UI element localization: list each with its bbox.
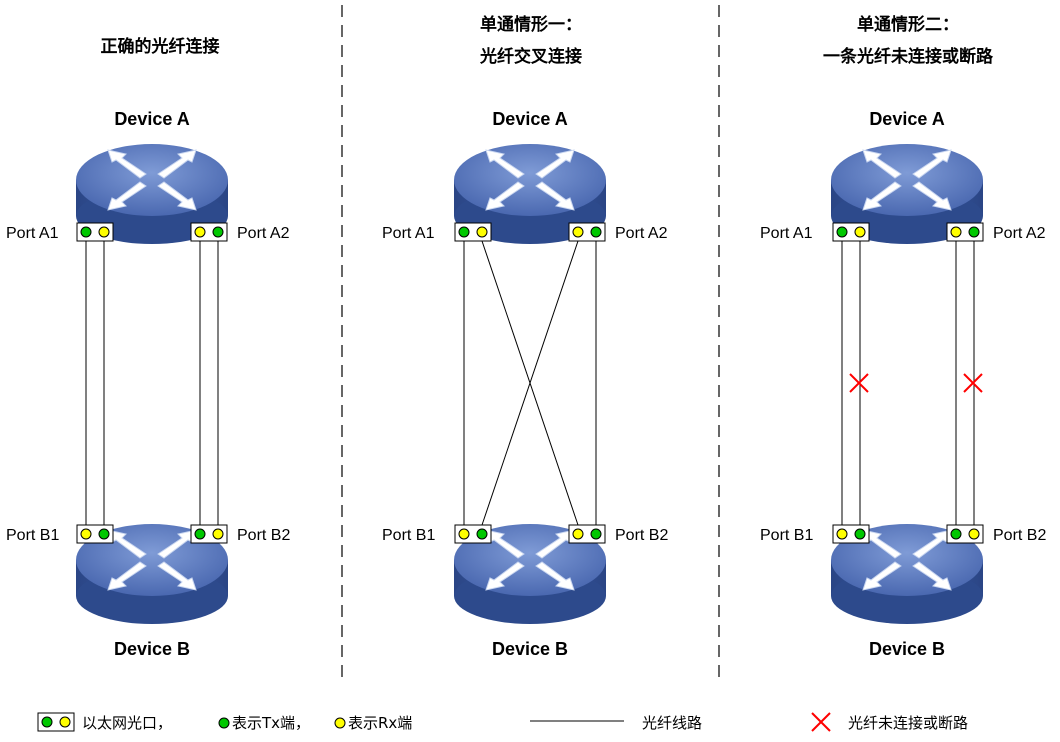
legend-rx-text: 表示Rx端: [348, 714, 412, 732]
panel-title-line: 一条光纤未连接或断路: [823, 46, 994, 67]
legend-rx-dot-icon: [334, 717, 346, 729]
port-a1-label: Port A1: [6, 225, 59, 242]
fiber-line-crossed: [481, 240, 579, 526]
legend-tx-dot-icon: [218, 717, 230, 729]
port-a1-label: Port A1: [760, 225, 813, 242]
port-a2: [190, 222, 228, 242]
panel-crossed: 单通情形一： 光纤交叉连接 Device A Device B: [382, 14, 668, 659]
device-b-label: Device B: [492, 639, 568, 659]
break-mark-icon: [849, 373, 869, 393]
legend-break-text: 光纤未连接或断路: [848, 714, 968, 732]
port-b1-label: Port B1: [382, 527, 435, 544]
port-b2: [568, 524, 606, 544]
port-a2-label: Port A2: [237, 225, 290, 242]
port-a1: [832, 222, 870, 242]
port-a2: [946, 222, 984, 242]
device-b-label: Device B: [869, 639, 945, 659]
port-a2: [568, 222, 606, 242]
port-b1: [832, 524, 870, 544]
port-b2-label: Port B2: [993, 527, 1046, 544]
port-b2-label: Port B2: [615, 527, 668, 544]
port-a1-label: Port A1: [382, 225, 435, 242]
port-b1: [76, 524, 114, 544]
device-b-label: Device B: [114, 639, 190, 659]
device-a-label: Device A: [869, 109, 944, 129]
legend-port-icon: [37, 712, 75, 732]
port-b1: [454, 524, 492, 544]
panel-title-line: 正确的光纤连接: [101, 36, 220, 57]
legend-tx-text: 表示Tx端，: [232, 714, 310, 732]
port-b2: [190, 524, 228, 544]
port-a2-label: Port A2: [615, 225, 668, 242]
device-a-label: Device A: [114, 109, 189, 129]
port-a2-label: Port A2: [993, 225, 1046, 242]
legend-line-text: 光纤线路: [642, 714, 702, 732]
panel-title-line: 单通情形一：: [480, 14, 582, 35]
legend: 以太网光口， 表示Tx端， 表示Rx端 光纤线路 光纤未连接或断路: [37, 712, 968, 732]
panel-correct: 正确的光纤连接 Device A Device B: [6, 36, 290, 659]
legend-break-icon: [811, 712, 831, 732]
device-a-label: Device A: [492, 109, 567, 129]
port-b1-label: Port B1: [760, 527, 813, 544]
port-b2: [946, 524, 984, 544]
panel-broken: 单通情形二： 一条光纤未连接或断路 Device A Device B: [760, 14, 1046, 659]
panel-title-line: 光纤交叉连接: [479, 46, 582, 67]
port-b2-label: Port B2: [237, 527, 290, 544]
port-b1-label: Port B1: [6, 527, 59, 544]
port-a1: [76, 222, 114, 242]
legend-port-text: 以太网光口，: [82, 714, 172, 732]
port-a1: [454, 222, 492, 242]
panel-title-line: 单通情形二：: [857, 14, 959, 35]
break-mark-icon: [963, 373, 983, 393]
